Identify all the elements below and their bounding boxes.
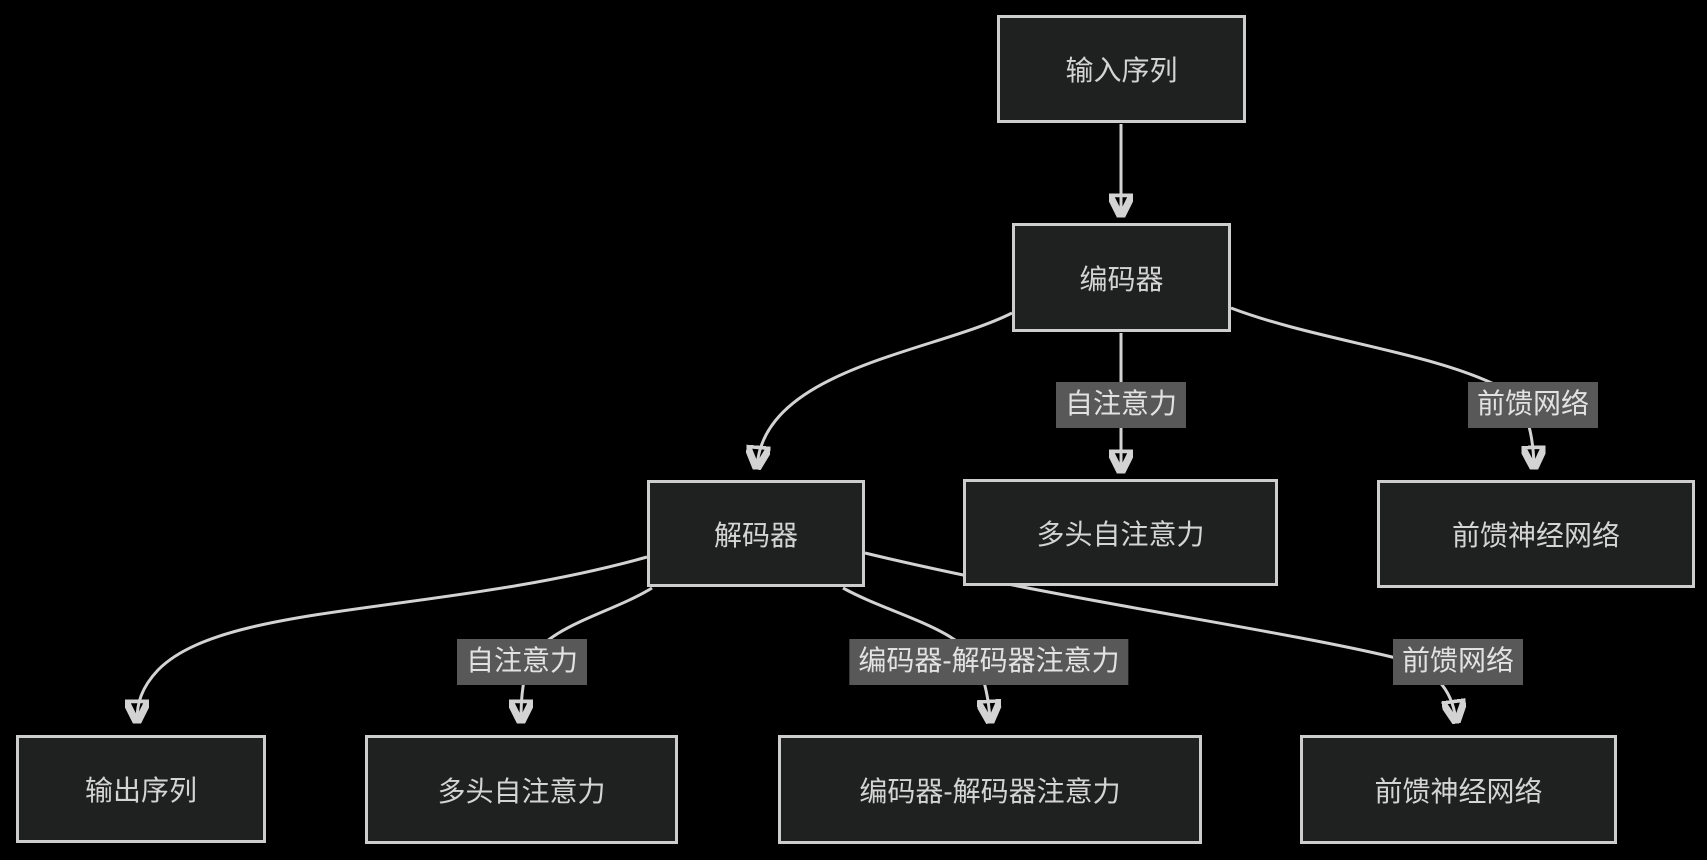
node-decoder-multi-head-self-attention: 多头自注意力 — [365, 735, 678, 844]
edge-label-decoder-enc-dec-attention: 编码器-解码器注意力 — [849, 639, 1129, 685]
node-decoder-multi-head-self-attention-label: 多头自注意力 — [437, 775, 606, 807]
edge-label-decoder-self-attention: 自注意力 — [456, 639, 588, 685]
node-decoder: 解码器 — [647, 480, 865, 587]
node-encoder-feed-forward-network: 前馈神经网络 — [1377, 480, 1695, 588]
edge-label-encoder-self-attention: 自注意力 — [1055, 382, 1187, 428]
node-output-sequence-label: 输出序列 — [84, 775, 197, 806]
node-encoder: 编码器 — [1012, 223, 1231, 332]
edge-decoder-to-output — [137, 555, 648, 720]
node-decoder-label: 解码器 — [713, 519, 798, 551]
node-encoder-multi-head-self-attention-label: 多头自注意力 — [1036, 518, 1205, 550]
node-output-sequence: 输出序列 — [16, 735, 266, 843]
node-encoder-decoder-attention-label: 编码器-解码器注意力 — [859, 775, 1121, 807]
node-decoder-feed-forward-network-label: 前馈神经网络 — [1374, 775, 1543, 807]
edge-encoder-to-decoder — [757, 311, 1013, 466]
node-encoder-feed-forward-network-label: 前馈神经网络 — [1451, 520, 1620, 551]
node-encoder-decoder-attention: 编码器-解码器注意力 — [778, 735, 1202, 844]
edge-label-decoder-feed-forward: 前馈网络 — [1392, 639, 1524, 685]
edge-label-encoder-feed-forward: 前馈网络 — [1467, 382, 1599, 428]
node-encoder-label: 编码器 — [1079, 263, 1164, 295]
node-input-sequence: 输入序列 — [997, 15, 1246, 123]
node-decoder-feed-forward-network: 前馈神经网络 — [1300, 735, 1617, 844]
node-encoder-multi-head-self-attention: 多头自注意力 — [963, 479, 1278, 586]
node-input-sequence-label: 输入序列 — [1065, 55, 1178, 86]
